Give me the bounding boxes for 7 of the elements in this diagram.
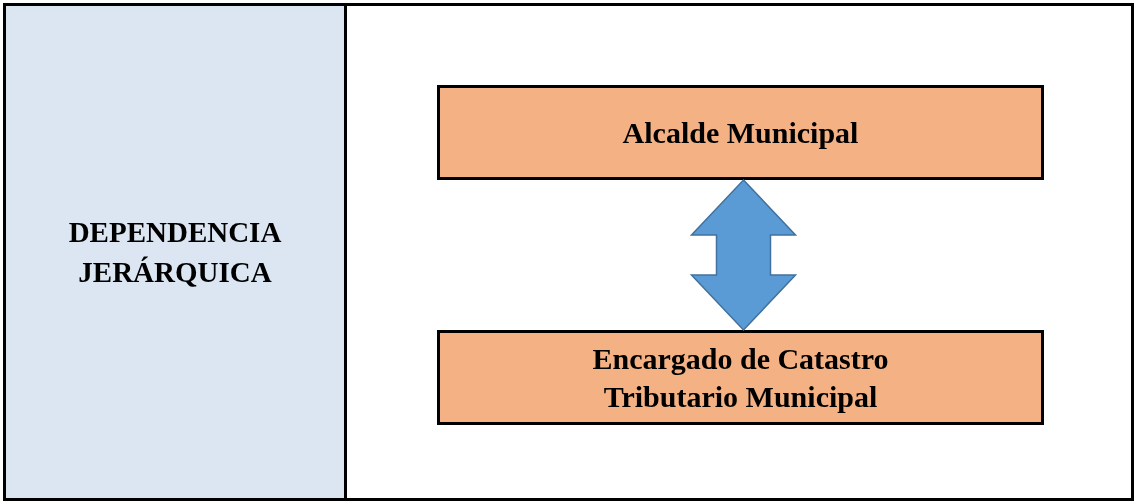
process-box xyxy=(437,330,1044,425)
header-cell xyxy=(3,3,347,501)
content-panel xyxy=(347,3,1134,501)
box-label: DEPENDENCIA JERÁRQUICA xyxy=(67,215,283,290)
process-box xyxy=(437,85,1044,180)
box-label: Alcalde Municipal xyxy=(622,114,859,151)
box-label: Encargado de Catastro Tributario Municipal xyxy=(591,340,890,415)
